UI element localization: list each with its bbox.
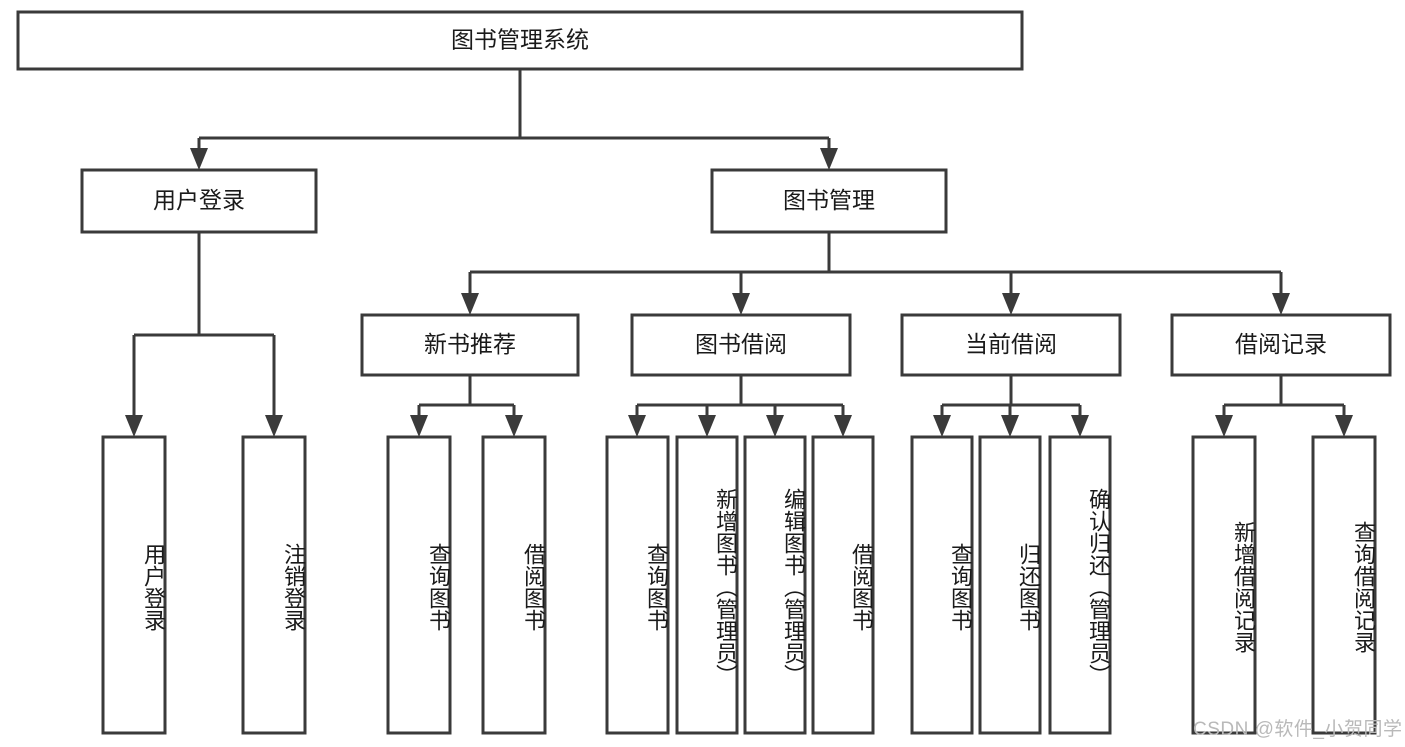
edges-layer <box>125 69 1353 437</box>
edge-group-root_to_level2 <box>190 69 838 170</box>
node-label-user-login: 用户登录 <box>153 187 245 213</box>
node-box-leaf-user-logout[interactable] <box>241 435 307 735</box>
arrow-head-icon <box>1001 415 1019 437</box>
node-box-leaf-edit-book[interactable] <box>743 435 807 735</box>
node-box-leaf-query-record[interactable] <box>1311 435 1377 735</box>
arrow-head-icon <box>461 293 479 315</box>
node-box-leaf-query-book-borrow[interactable] <box>605 435 670 735</box>
node-label-book-borrow: 图书借阅 <box>695 331 787 357</box>
connector-line <box>635 375 845 421</box>
node-box-root[interactable] <box>16 10 1024 71</box>
arrow-head-icon <box>265 415 283 437</box>
arrow-head-icon <box>1335 415 1353 437</box>
node-box-leaf-user-login[interactable] <box>101 435 167 735</box>
node-box-book-borrow[interactable] <box>630 313 852 377</box>
arrow-head-icon <box>628 415 646 437</box>
edge-group-current_to_leaves <box>933 375 1089 437</box>
edge-group-user_login_to_leaves <box>125 232 283 437</box>
connector-line <box>1222 375 1346 421</box>
node-box-user-login[interactable] <box>80 168 318 234</box>
node-box-leaf-return-book[interactable] <box>978 435 1042 735</box>
arrow-head-icon <box>766 415 784 437</box>
node-box-leaf-borrow-book-rec[interactable] <box>481 435 547 735</box>
node-label-new-book-recommend: 新书推荐 <box>424 331 516 357</box>
arrow-head-icon <box>820 148 838 170</box>
arrow-head-icon <box>1215 415 1233 437</box>
node-label-borrow-record: 借阅记录 <box>1235 331 1327 357</box>
edge-group-recommend_to_leaves <box>410 375 523 437</box>
arrow-head-icon <box>698 415 716 437</box>
arrow-head-icon <box>1002 293 1020 315</box>
csdn-watermark: CSDN @软件_小贺同学 <box>1193 719 1403 740</box>
node-label-book-manage: 图书管理 <box>783 187 875 213</box>
node-box-leaf-add-record[interactable] <box>1191 435 1257 735</box>
edge-group-borrow_to_leaves <box>628 375 852 437</box>
arrow-head-icon <box>505 415 523 437</box>
arrow-head-icon <box>732 293 750 315</box>
edge-group-book_manage_to_level3 <box>461 232 1290 315</box>
arrow-head-icon <box>410 415 428 437</box>
arrow-head-icon <box>125 415 143 437</box>
node-box-leaf-query-book-rec[interactable] <box>386 435 452 735</box>
connector-line <box>940 375 1082 421</box>
arrow-head-icon <box>190 148 208 170</box>
node-box-new-book-recommend[interactable] <box>360 313 580 377</box>
node-box-leaf-query-book-current[interactable] <box>910 435 974 735</box>
node-box-leaf-borrow-book[interactable] <box>811 435 875 735</box>
boxes-layer <box>16 10 1392 735</box>
arrow-head-icon <box>1071 415 1089 437</box>
node-box-current-borrow[interactable] <box>900 313 1122 377</box>
node-box-leaf-add-book[interactable] <box>675 435 739 735</box>
arrow-head-icon <box>834 415 852 437</box>
edge-group-record_to_leaves <box>1215 375 1353 437</box>
node-box-book-manage[interactable] <box>710 168 948 234</box>
arrow-head-icon <box>933 415 951 437</box>
connector-line <box>132 232 276 421</box>
node-box-borrow-record[interactable] <box>1170 313 1392 377</box>
connector-line <box>468 232 1283 299</box>
node-label-current-borrow: 当前借阅 <box>965 331 1057 357</box>
connector-line <box>417 375 516 421</box>
node-box-leaf-confirm-return[interactable] <box>1048 435 1112 735</box>
node-label-root: 图书管理系统 <box>451 27 589 53</box>
connector-line <box>197 69 831 154</box>
arrow-head-icon <box>1272 293 1290 315</box>
